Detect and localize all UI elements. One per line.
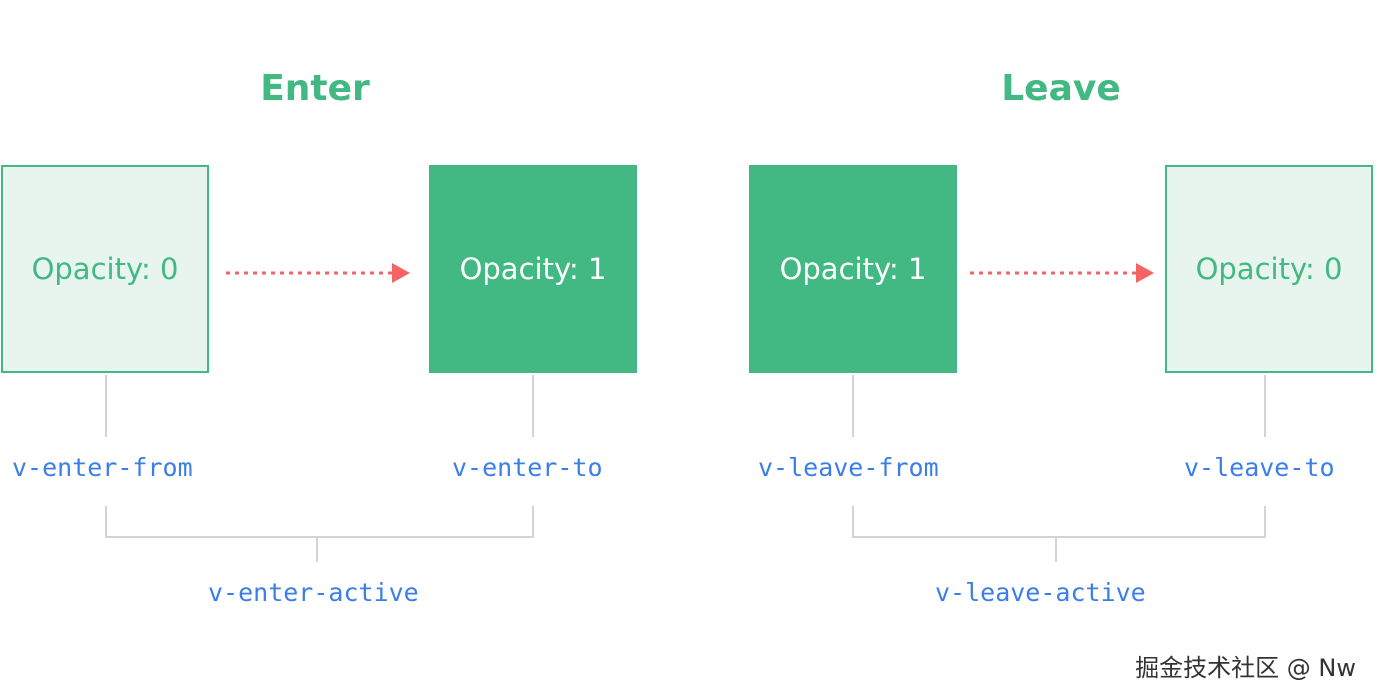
enter-from-box-label: Opacity: 0 [31, 252, 179, 286]
enter-bracket-stem [316, 536, 318, 562]
enter-transition-arrow [226, 263, 410, 283]
enter-bracket-bottom [105, 536, 534, 538]
leave-to-connector [1264, 375, 1266, 437]
enter-to-connector [532, 375, 534, 437]
leave-active-class: v-leave-active [935, 578, 1146, 607]
leave-bracket-left [852, 506, 854, 538]
enter-to-class: v-enter-to [452, 453, 603, 482]
enter-bracket-left [105, 506, 107, 538]
enter-from-class: v-enter-from [12, 453, 193, 482]
leave-bracket-stem [1055, 536, 1057, 562]
leave-to-box-label: Opacity: 0 [1195, 252, 1343, 286]
leave-transition-arrow [970, 263, 1154, 283]
watermark: 掘金技术社区 @ Nw [1135, 654, 1356, 682]
leave-from-box: Opacity: 1 [749, 165, 957, 373]
leave-from-connector [852, 375, 854, 437]
enter-to-box: Opacity: 1 [429, 165, 637, 373]
enter-active-class: v-enter-active [208, 578, 419, 607]
leave-to-class: v-leave-to [1184, 453, 1335, 482]
enter-from-connector [105, 375, 107, 437]
leave-to-box: Opacity: 0 [1165, 165, 1373, 373]
enter-from-box: Opacity: 0 [1, 165, 209, 373]
leave-bracket-bottom [852, 536, 1266, 538]
leave-from-class: v-leave-from [758, 453, 939, 482]
leave-bracket-right [1264, 506, 1266, 538]
leave-from-box-label: Opacity: 1 [779, 252, 927, 286]
enter-bracket-right [532, 506, 534, 538]
enter-title: Enter [260, 68, 370, 109]
leave-title: Leave [1001, 68, 1121, 109]
enter-to-box-label: Opacity: 1 [459, 252, 607, 286]
